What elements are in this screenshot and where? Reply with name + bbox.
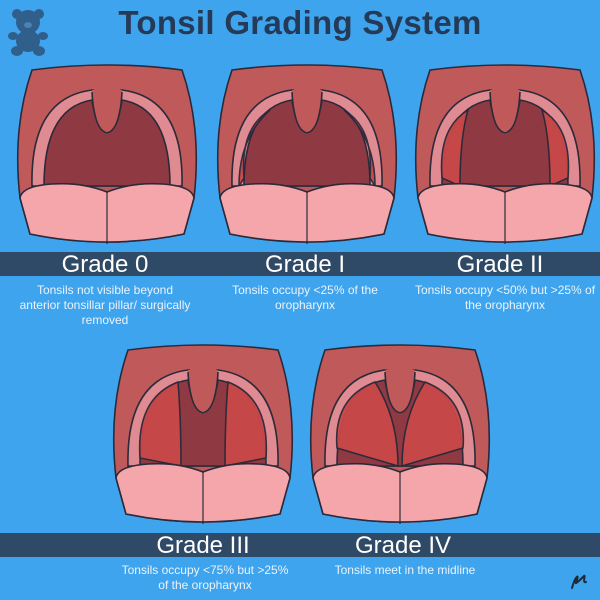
grade-0-diagram: [16, 64, 198, 244]
grade-2-diagram: [414, 64, 596, 244]
grade-3-diagram: [112, 344, 294, 524]
grade-4-description: Tonsils meet in the midline: [334, 563, 476, 577]
page-title: Tonsil Grading System: [118, 4, 482, 41]
grade-0-description: Tonsils not visible beyond anterior tons…: [19, 283, 191, 327]
grade-4-label: Grade IV: [354, 532, 452, 559]
grade-0-label: Grade 0: [61, 251, 149, 278]
signature-icon: [571, 574, 587, 589]
teddy-bear-icon: [8, 9, 48, 56]
grade-2-description: Tonsils occupy <50% but >25% of the orop…: [414, 283, 596, 312]
grade-1-description: Tonsils occupy <25% of the oropharynx: [232, 283, 378, 312]
grade-label-band-top: [0, 252, 600, 276]
grade-1-diagram: [216, 64, 398, 244]
grade-label-band-bottom: [0, 533, 600, 557]
grade-4-diagram: [309, 344, 491, 524]
grade-1-label: Grade I: [264, 251, 346, 278]
grade-3-label: Grade III: [156, 532, 250, 559]
grade-3-description: Tonsils occupy <75% but >25% of the orop…: [121, 563, 289, 592]
grade-2-label: Grade II: [456, 251, 544, 278]
